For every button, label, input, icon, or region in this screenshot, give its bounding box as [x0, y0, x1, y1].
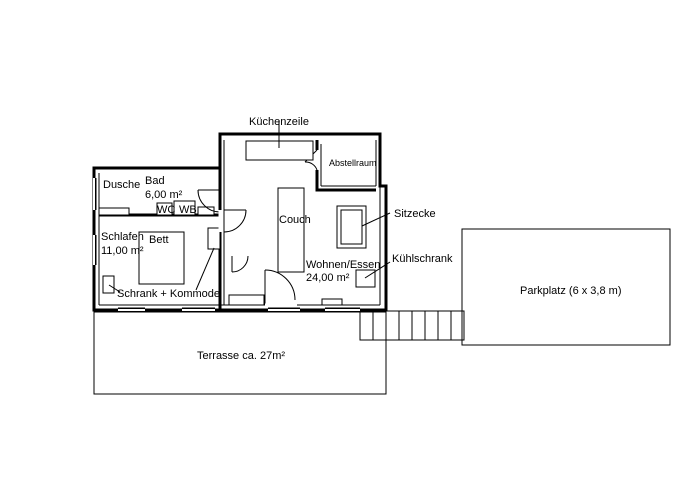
couch	[277, 187, 305, 273]
label-abstellraum: Abstellraum	[329, 158, 377, 168]
bathroom-fixtures	[98, 189, 221, 216]
label-bad: Bad	[145, 175, 165, 187]
label-schlafen-area: 11,00 m²	[101, 245, 144, 257]
windows	[93, 178, 360, 311]
label-parkplatz: Parkplatz (6 x 3,8 m)	[520, 285, 621, 297]
label-wohnen: Wohnen/Essen	[306, 259, 380, 271]
label-schlafen: Schlafen	[101, 231, 144, 243]
stairs	[359, 310, 465, 341]
label-wohnen-area: 24,00 m²	[306, 272, 350, 284]
label-kuechenzeile: Küchenzeile	[249, 116, 309, 128]
label-kuehlschrank: Kühlschrank	[392, 253, 453, 265]
label-sitzecke: Sitzecke	[394, 208, 436, 220]
label-wc: WC	[157, 204, 175, 216]
label-wb: WB	[179, 204, 197, 216]
seating-corner	[336, 205, 391, 249]
living-sideboard	[228, 294, 265, 306]
terrace-outline	[93, 311, 387, 395]
fridge	[355, 261, 391, 288]
parking-outline	[461, 228, 671, 346]
storage-room	[304, 140, 376, 192]
label-schrank: Schrank + Kommode	[117, 288, 220, 300]
label-couch: Couch	[279, 214, 311, 226]
bedroom-furniture	[102, 227, 221, 294]
living-doors	[218, 209, 297, 307]
living-table	[321, 298, 343, 306]
label-bad-area: 6,00 m²	[145, 189, 183, 201]
label-bett: Bett	[149, 234, 169, 246]
label-terrasse: Terrasse ca. 27m²	[197, 350, 285, 362]
label-dusche: Dusche	[103, 179, 140, 191]
